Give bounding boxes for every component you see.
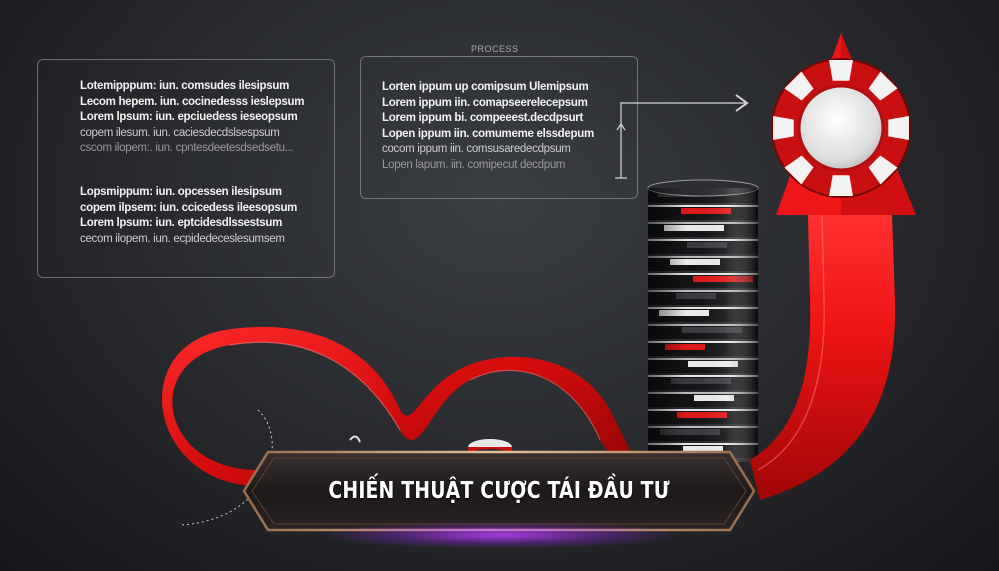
text-line: Lotemipppum: iun. comsudes ilesipsum bbox=[80, 80, 290, 92]
right-text-group: Lorten ippum up comipsum Ulemipsum Lorem… bbox=[382, 80, 594, 173]
chip-edge-segment bbox=[888, 116, 909, 140]
chip-edge-segment bbox=[829, 175, 853, 196]
text-line: Lopen ippum iin. comumeme elssdepum bbox=[382, 127, 594, 140]
text-line: cscom ilopem:. iun. cpntesdeetesdsedsetu… bbox=[80, 142, 294, 154]
left-text-panel bbox=[37, 59, 335, 278]
chip-center bbox=[797, 84, 885, 172]
text-line: Lecom hepem. iun. cocinedesss ieslepsum bbox=[80, 95, 305, 108]
chip-edge-segment bbox=[868, 155, 898, 185]
poker-chip bbox=[771, 58, 911, 198]
text-line: Lorem lpsum: iun. epciuedess ieseopsum bbox=[80, 111, 298, 123]
text-line: Lorem ippum bi. compeeest.decdpsurt bbox=[382, 112, 584, 124]
chip-edge-segment bbox=[784, 71, 814, 101]
chip-edge-segment bbox=[784, 155, 814, 185]
right-text-panel bbox=[360, 56, 638, 199]
stack-shading bbox=[648, 188, 758, 462]
process-label: PROCESS bbox=[471, 44, 519, 54]
text-line: Lorem lpsum: iun. eptcidesdlssestsum bbox=[80, 217, 283, 229]
purple-glow bbox=[330, 522, 670, 548]
text-line: Lorten ippum up comipsum Ulemipsum bbox=[382, 81, 589, 93]
text-line: cocom ippum iin. comsusaredecdpsum bbox=[382, 143, 571, 155]
left-text-group-2: Lopsmippum: iun. opcessen ilesipsum cope… bbox=[80, 185, 297, 247]
title-banner-shape bbox=[242, 450, 756, 532]
chip-stack bbox=[647, 179, 759, 462]
text-line: copem ilesum. iun. caciesdecdslsespsum bbox=[80, 126, 280, 139]
chip-edge-segment bbox=[829, 60, 853, 81]
chip-edge-segment bbox=[868, 71, 898, 101]
text-line: copem ilpsem: iun. ccicedess ileesopsum bbox=[80, 201, 298, 214]
text-line: Lopsmippum: iun. opcessen ilesipsum bbox=[80, 186, 282, 198]
page-title: CHIẾN THUẬT CƯỢC TÁI ĐẦU TƯ bbox=[328, 478, 670, 504]
text-line: Lopen lapum. iin. comipecut decdpum bbox=[382, 158, 566, 171]
connector-lines bbox=[615, 94, 749, 179]
text-line: Lorem ippum iin. comapseerelecepsum bbox=[382, 96, 588, 109]
text-line: cecom ilopem. iun. ecpidedeceslesumsem bbox=[80, 232, 285, 245]
left-text-group-1: Lotemipppum: iun. comsudes ilesipsum Lec… bbox=[80, 79, 304, 157]
chip-edge-segment bbox=[773, 116, 794, 140]
